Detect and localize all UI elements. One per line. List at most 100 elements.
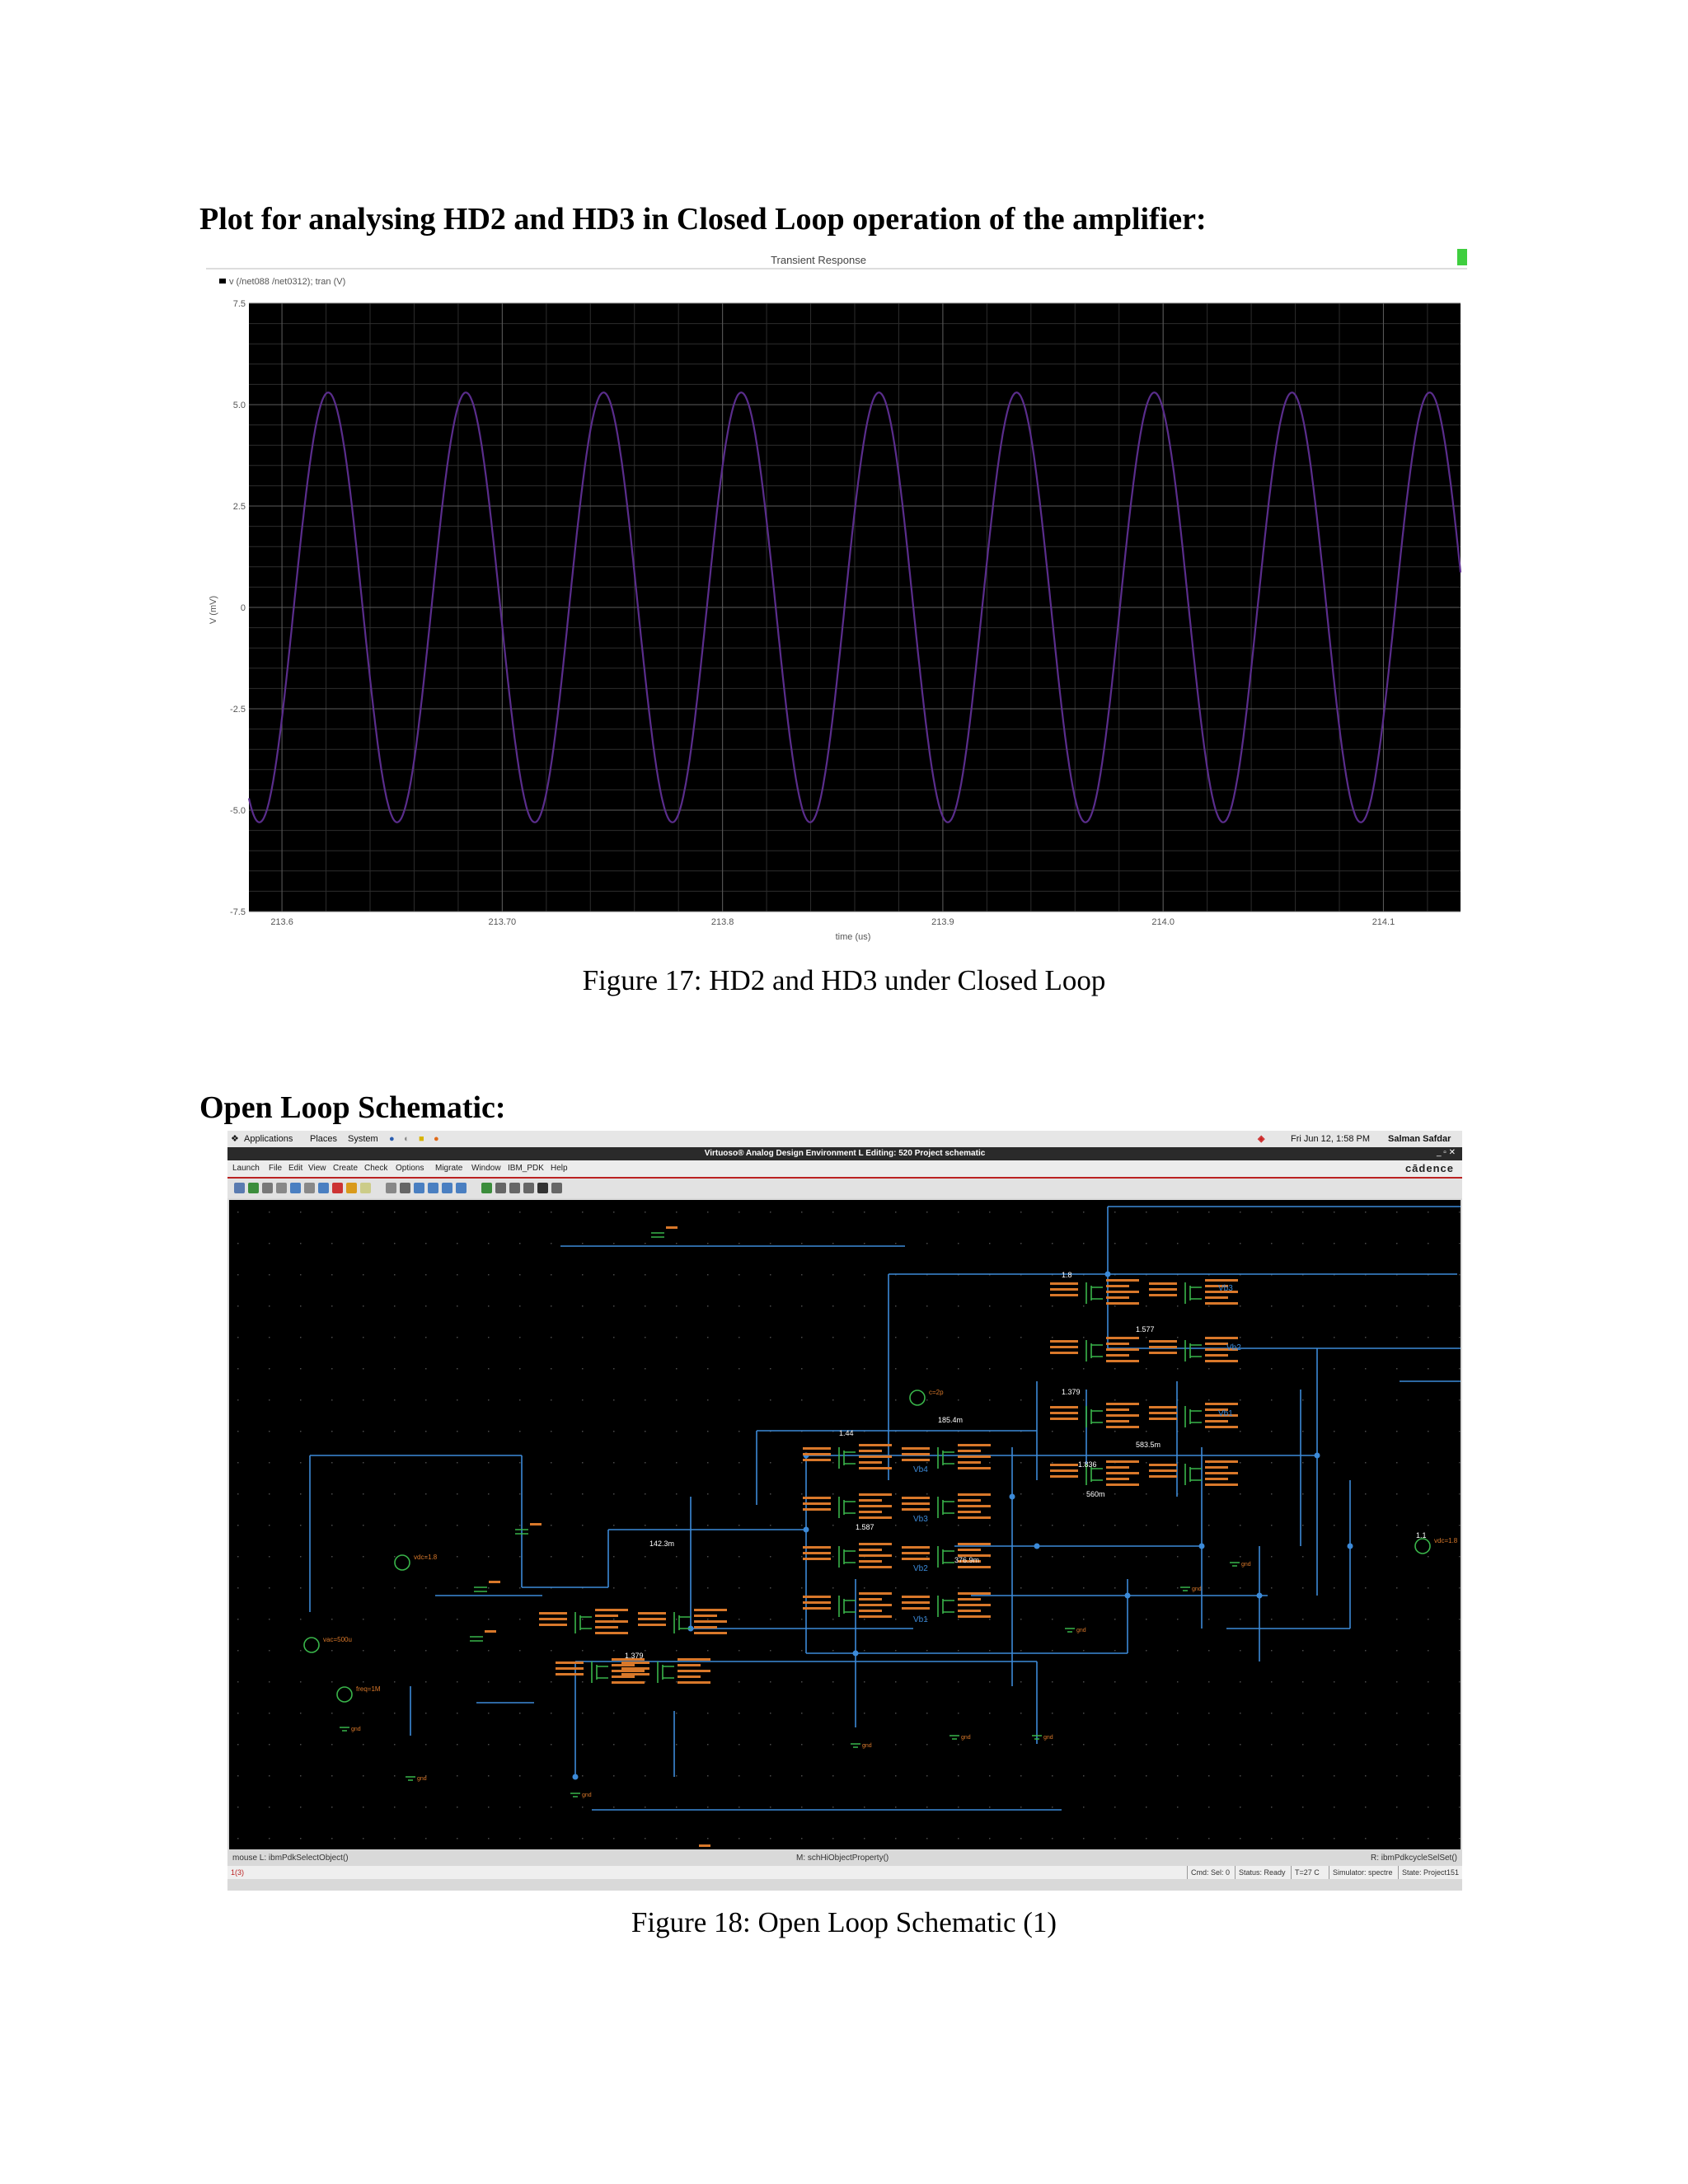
parameter-text [539, 1612, 567, 1615]
toolbar-tool-icon[interactable] [304, 1183, 315, 1193]
capacitor-symbol[interactable] [474, 1586, 487, 1592]
grid-dot [832, 1274, 834, 1276]
transistor-symbol[interactable] [1184, 1282, 1202, 1304]
transistor-symbol[interactable] [937, 1497, 954, 1518]
transistor-symbol[interactable] [1184, 1406, 1202, 1427]
grid-dot [1428, 1305, 1429, 1307]
menu-options[interactable]: Options [396, 1164, 424, 1173]
user-name[interactable]: Salman Safdar [1388, 1134, 1451, 1144]
window-controls-icon[interactable]: _ ▫ ✕ [1436, 1148, 1456, 1157]
grid-dot [707, 1337, 709, 1338]
help-icon[interactable]: ◐ [404, 1134, 410, 1144]
grid-dot [457, 1838, 458, 1840]
toolbar-tool-icon[interactable] [276, 1183, 287, 1193]
transistor-symbol[interactable] [673, 1612, 691, 1633]
globe-icon[interactable]: ● [389, 1134, 395, 1144]
transistor-symbol[interactable] [574, 1612, 592, 1633]
transistor-symbol[interactable] [838, 1447, 856, 1469]
transistor-symbol[interactable] [1184, 1464, 1202, 1485]
transistor-symbol[interactable] [1085, 1282, 1103, 1304]
voltage-source-symbol[interactable] [909, 1390, 926, 1406]
grid-dot [1365, 1368, 1367, 1370]
toolbar-tool-icon[interactable] [495, 1183, 506, 1193]
capacitor-symbol[interactable] [515, 1529, 528, 1535]
toolbar-tool-icon[interactable] [456, 1183, 467, 1193]
toolbar-tool-icon[interactable] [509, 1183, 520, 1193]
grid-dot [738, 1556, 740, 1558]
toolbar-tool-icon[interactable] [442, 1183, 452, 1193]
firefox-icon[interactable]: ● [434, 1134, 439, 1144]
menu-window[interactable]: Window [471, 1164, 501, 1173]
grid-dot [237, 1744, 239, 1746]
grid-dot [551, 1337, 552, 1338]
transistor-symbol[interactable] [937, 1546, 954, 1568]
command-prompt[interactable]: 1(3) [231, 1868, 245, 1877]
grid-dot [1428, 1399, 1429, 1401]
grid-dot [269, 1713, 270, 1714]
menu-edit[interactable]: Edit [288, 1164, 303, 1173]
toolbar-tool-icon[interactable] [290, 1183, 301, 1193]
transistor-symbol[interactable] [838, 1497, 856, 1518]
grid-dot [582, 1337, 584, 1338]
grid-dot [1177, 1212, 1179, 1213]
transistor-symbol[interactable] [1085, 1464, 1103, 1485]
grid-dot [1365, 1681, 1367, 1683]
grid-dot [519, 1462, 521, 1464]
toolbar-tool-icon[interactable] [537, 1183, 548, 1193]
toolbar-tool-icon[interactable] [386, 1183, 396, 1193]
toolbar-tool-icon[interactable] [551, 1183, 562, 1193]
grid-dot [1052, 1243, 1053, 1244]
toolbar-tool-icon[interactable] [332, 1183, 343, 1193]
toolbar-tool-icon[interactable] [360, 1183, 371, 1193]
toolbar-tool-icon[interactable] [248, 1183, 259, 1193]
voltage-source-symbol[interactable] [394, 1554, 410, 1571]
toolbar-tool-icon[interactable] [262, 1183, 273, 1193]
grid-dot [613, 1556, 615, 1558]
toolbar-tool-icon[interactable] [481, 1183, 492, 1193]
menu-file[interactable]: File [269, 1164, 283, 1173]
grid-dot [676, 1838, 678, 1840]
capacitor-symbol[interactable] [470, 1636, 483, 1642]
menu-ibm-pdk[interactable]: IBM_PDK [508, 1164, 544, 1173]
transistor-symbol[interactable] [1184, 1340, 1202, 1361]
voltage-source-symbol[interactable] [303, 1637, 320, 1653]
transistor-symbol[interactable] [937, 1447, 954, 1469]
menu-system[interactable]: System [348, 1134, 378, 1144]
toolbar-tool-icon[interactable] [428, 1183, 438, 1193]
menu-create[interactable]: Create [333, 1164, 359, 1173]
toolbar-tool-icon[interactable] [400, 1183, 410, 1193]
clock[interactable]: Fri Jun 12, 1:58 PM [1291, 1134, 1370, 1144]
toolbar-tool-icon[interactable] [318, 1183, 329, 1193]
transistor-symbol[interactable] [1085, 1340, 1103, 1361]
transistor-symbol[interactable] [657, 1661, 674, 1683]
transistor-symbol[interactable] [1085, 1406, 1103, 1427]
grid-dot [394, 1525, 396, 1526]
toolbar-tool-icon[interactable] [234, 1183, 245, 1193]
menu-help[interactable]: Help [551, 1164, 568, 1173]
transistor-symbol[interactable] [591, 1661, 608, 1683]
toolbar-tool-icon[interactable] [523, 1183, 534, 1193]
capacitor-symbol[interactable] [651, 1232, 664, 1238]
grid-dot [1271, 1462, 1273, 1464]
voltage-source-symbol[interactable] [336, 1686, 353, 1703]
grid-dot [1334, 1744, 1335, 1746]
grid-dot [1396, 1681, 1398, 1683]
voltage-source-symbol[interactable] [1414, 1538, 1431, 1554]
grid-dot [331, 1713, 333, 1714]
toolbar-tool-icon[interactable] [414, 1183, 424, 1193]
menu-view[interactable]: View [308, 1164, 326, 1173]
transistor-symbol[interactable] [838, 1546, 856, 1568]
menu-check[interactable]: Check [364, 1164, 388, 1173]
menu-places[interactable]: Places [310, 1134, 338, 1144]
menu-launch[interactable]: Launch [232, 1164, 260, 1173]
toolbar-tool-icon[interactable] [346, 1183, 357, 1193]
menu-applications[interactable]: Applications [244, 1134, 293, 1144]
schematic-drawing[interactable]: 1.81.5771.379583.5m1.8361.44185.4m1.5873… [229, 1200, 1461, 1856]
parameter-text [958, 1467, 991, 1469]
menu-migrate[interactable]: Migrate [435, 1164, 463, 1173]
network-icon[interactable]: ◈ [1258, 1134, 1265, 1144]
transistor-symbol[interactable] [838, 1596, 856, 1617]
notes-icon[interactable]: ■ [419, 1134, 424, 1144]
transistor-symbol[interactable] [937, 1596, 954, 1617]
